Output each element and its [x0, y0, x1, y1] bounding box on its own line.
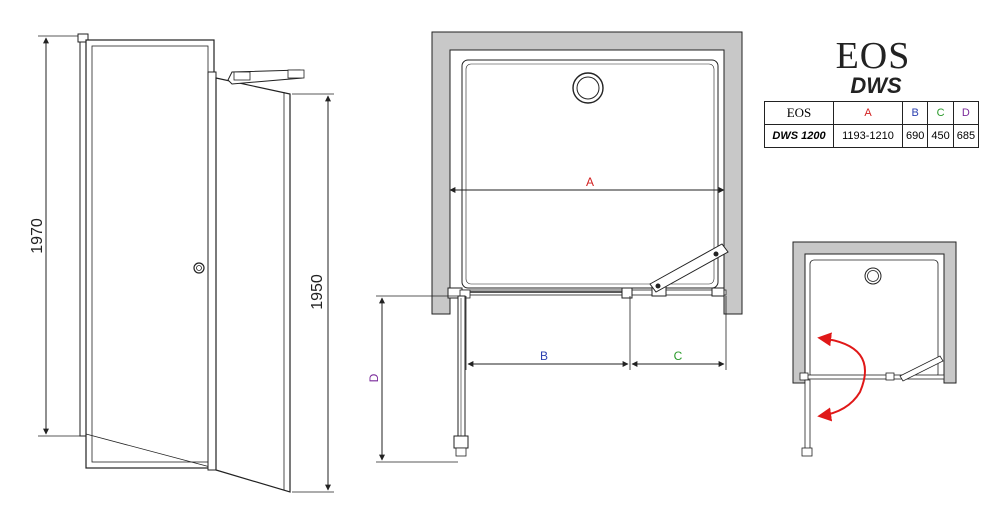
- swing-door-plan: [457, 295, 466, 447]
- wall: [431, 31, 743, 315]
- spec-cell-A: 1193-1210: [833, 124, 903, 148]
- panel-bottom-edge: [85, 433, 215, 469]
- table-row: DWS 1200 1193-1210 690 450 685: [764, 124, 980, 148]
- mini-drain-inner: [867, 270, 879, 282]
- profile-cap: [77, 33, 89, 43]
- dim-label-1950: 1950: [309, 274, 326, 310]
- spec-header-C: C: [927, 101, 954, 125]
- door-elevation: 1970 1950: [29, 33, 334, 493]
- dim-label-A: A: [586, 175, 594, 189]
- wall-profile: [79, 33, 87, 437]
- spec-cell-C: 450: [927, 124, 954, 148]
- spec-table: EOS A B C D DWS 1200 1193-1210 690 450 6…: [764, 101, 980, 148]
- mini-door-track: [801, 374, 945, 380]
- mini-swing-door: [804, 379, 811, 451]
- drain-inner: [576, 76, 600, 100]
- stabilizer-bar: [227, 69, 305, 85]
- hinge: [621, 287, 633, 299]
- shower-tray: [461, 59, 719, 289]
- dim-label-B: B: [540, 349, 548, 363]
- mini-handle: [801, 447, 813, 457]
- handle-knob-inner: [196, 265, 202, 271]
- door-handle: [453, 435, 469, 449]
- mini-hinge: [885, 372, 895, 381]
- dim-label-1970: 1970: [29, 218, 46, 254]
- double-arrow-rotation-icon: [817, 332, 866, 422]
- spec-cell-B: 690: [901, 124, 929, 148]
- spec-header-A: A: [833, 101, 903, 125]
- spec-header-model: EOS: [764, 101, 834, 125]
- brand-title: EOS: [835, 35, 911, 77]
- spec-table-header-row: EOS A B C D: [764, 101, 980, 125]
- spec-header-D: D: [952, 101, 980, 125]
- mini-plan: [792, 241, 957, 457]
- spec-cell-model: DWS 1200: [764, 124, 834, 148]
- mini-bracket: [799, 372, 809, 381]
- stabilizer-diagonal: [649, 243, 729, 293]
- end-bracket: [711, 287, 725, 297]
- brand-subtitle: DWS: [850, 73, 902, 98]
- dim-label-C: C: [674, 349, 683, 363]
- fixed-panel: [85, 39, 215, 469]
- handle-knob: [193, 262, 205, 274]
- swing-door: [215, 77, 291, 493]
- spec-cell-D: 685: [952, 124, 980, 148]
- dim-label-D: D: [367, 373, 381, 382]
- mini-wall: [792, 241, 957, 384]
- hinge-profile: [207, 71, 217, 471]
- spec-header-B: B: [901, 101, 929, 125]
- mini-stabilizer: [899, 355, 944, 382]
- door-handle: [455, 447, 467, 457]
- shower-tray-inner: [465, 63, 715, 285]
- plan-view: A D B C: [367, 31, 743, 463]
